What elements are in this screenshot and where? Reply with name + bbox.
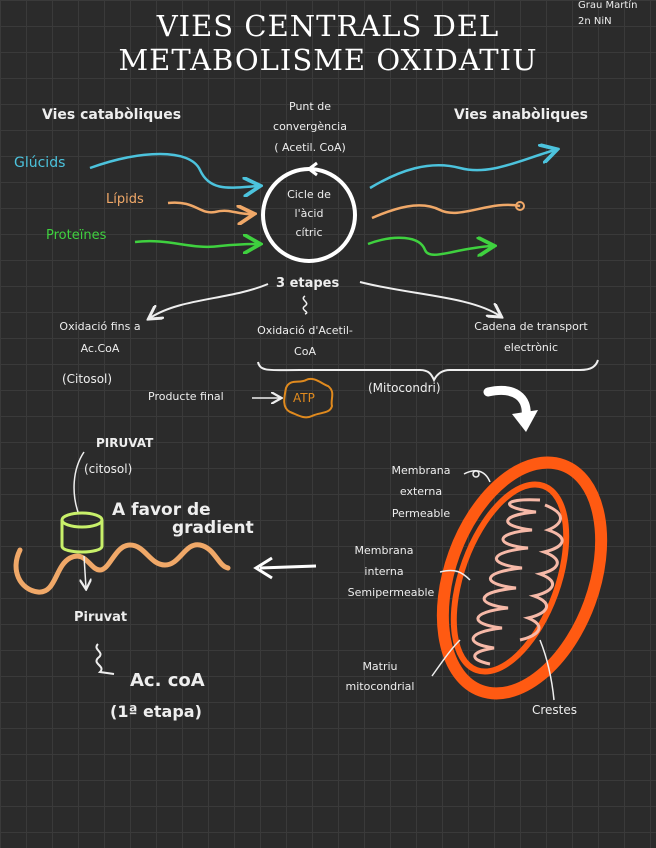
catabolic-header: Vies catabòliques [42, 107, 181, 123]
matrix-line2: mitocondrial [330, 680, 430, 693]
mitochondrion-label: (Mitocondri) [368, 381, 441, 395]
to-mitochondrion-arrow [488, 390, 526, 416]
stage1-line1: Oxidació fins a [40, 320, 160, 333]
membrane-wave [16, 545, 228, 592]
matrix-line1: Matriu [330, 660, 430, 673]
outer-membrane-line1: Membrana [376, 464, 466, 477]
inner-membrane-line3: Semipermeable [336, 586, 446, 599]
anabolic-green-arrow [368, 238, 492, 255]
inner-membrane-line1: Membrana [336, 544, 432, 557]
cycle-line3: cítric [269, 226, 349, 239]
stage2-line1: Oxidació d'Acetil- [240, 324, 370, 337]
stage2-line2: CoA [240, 345, 370, 358]
atp-label: ATP [293, 391, 315, 405]
stage1-line2: Ac.CoA [40, 342, 160, 355]
stages-label: 3 etapes [276, 276, 339, 291]
stage3-arrow [360, 282, 500, 316]
cytosol-label: (Citosol) [62, 372, 112, 386]
cristae-label: Crestes [532, 703, 577, 717]
cycle-line2: l'àcid [269, 207, 349, 220]
pyruvate-top-line2: (citosol) [84, 462, 132, 476]
first-stage-label: (1ª etapa) [110, 702, 202, 721]
proteins-arrow [135, 241, 258, 247]
author-name: Grau Martín [578, 0, 637, 11]
outer-membrane-line2: externa [376, 485, 466, 498]
carbs-label: Glúcids [14, 155, 65, 171]
to-mitochondrion-arrowhead [512, 410, 538, 432]
gradient-line2: gradient [172, 518, 254, 538]
cycle-line1: Cicle de [269, 188, 349, 201]
channel-protein [62, 513, 102, 552]
pyruvate-line [74, 452, 84, 512]
mitochondrion [413, 441, 630, 716]
lipids-arrow [168, 203, 252, 214]
anabolic-orange-arrow [372, 205, 520, 218]
stage2-squiggle [303, 296, 306, 314]
acoa-label: Ac. coA [130, 670, 205, 691]
pyruvate-bottom: Piruvat [74, 610, 127, 625]
anabolic-blue-arrow [370, 150, 555, 188]
stage3-line1: Cadena de transport [456, 320, 606, 333]
carbs-arrow [90, 154, 258, 188]
convergence-line2: convergència [255, 120, 365, 133]
convergence-line3: ( Acetil. CoA) [255, 141, 365, 154]
page-title-line1: VIES CENTRALS DEL [0, 10, 656, 42]
pyruvate-squiggle [96, 644, 114, 674]
to-membrane-arrow [260, 566, 316, 568]
lipids-label: Lípids [106, 192, 144, 207]
anabolic-header: Vies anabòliques [454, 107, 588, 123]
page-title-line2: METABOLISME OXIDATIU [0, 44, 656, 76]
mitochondrion-brace [258, 360, 598, 380]
author-course: 2n NiN [578, 16, 612, 27]
stage1-arrow [150, 284, 268, 318]
product-label: Producte final [148, 390, 224, 403]
convergence-line1: Punt de [255, 100, 365, 113]
outer-membrane-line3: Permeable [376, 507, 466, 520]
inner-membrane-line2: interna [336, 565, 432, 578]
stage3-line2: electrònic [456, 341, 606, 354]
pyruvate-top-line1: PIRUVAT [96, 436, 153, 450]
gradient-line1: A favor de [112, 500, 211, 520]
proteins-label: Proteïnes [46, 228, 106, 243]
